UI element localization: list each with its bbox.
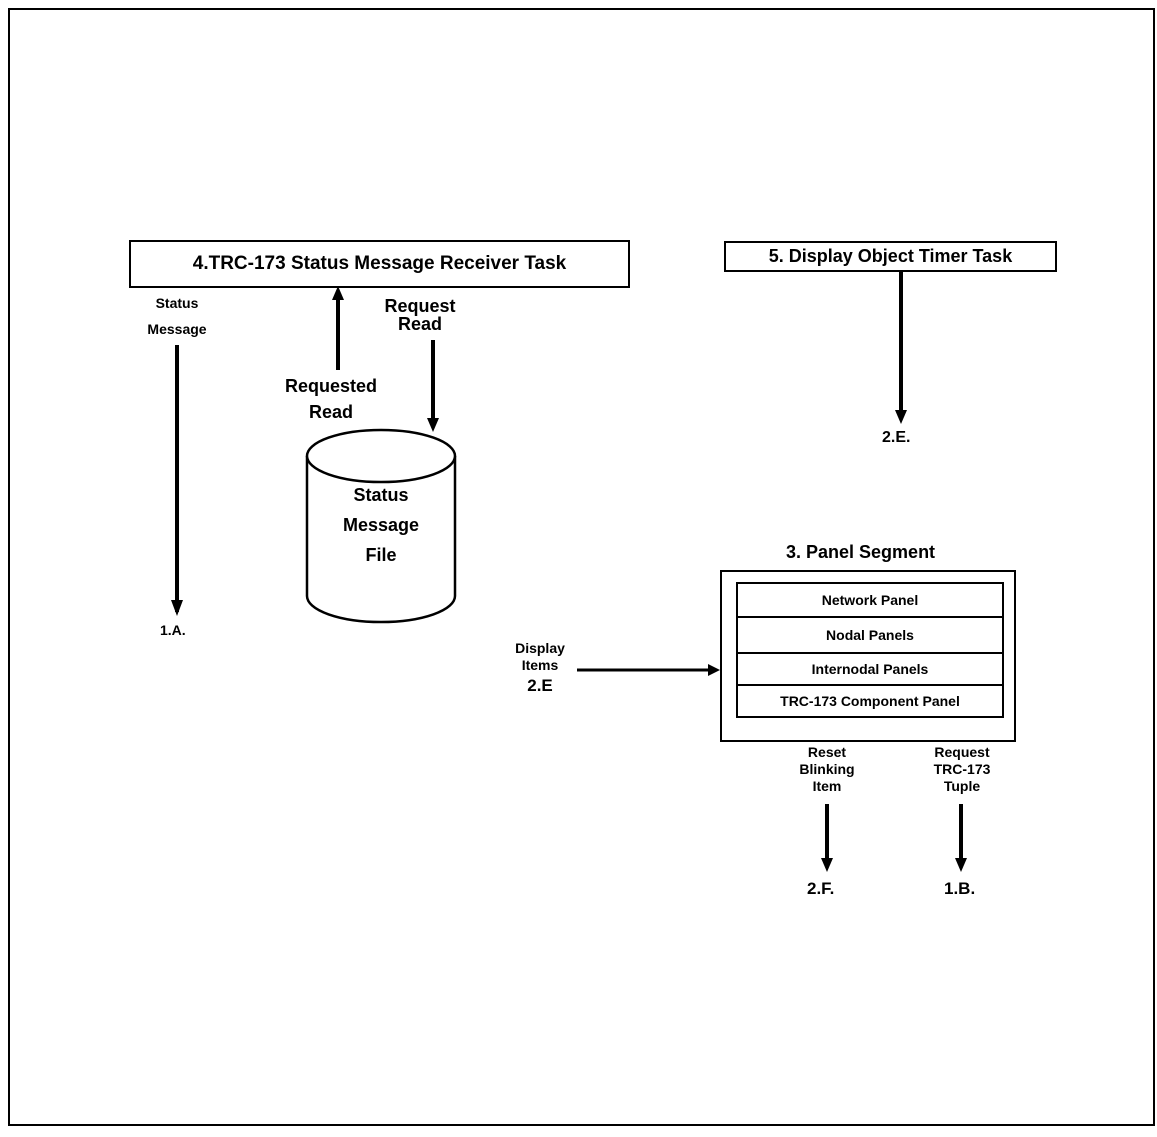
display-items-line3: 2.E xyxy=(527,676,553,695)
request-read-line2: Read xyxy=(397,314,442,334)
panel-row-component-label: TRC-173 Component Panel xyxy=(780,693,960,709)
panel-row-internodal-label: Internodal Panels xyxy=(811,661,929,677)
ref-1a: 1.A. xyxy=(160,622,186,638)
request-read-label: Request Read xyxy=(370,297,470,333)
request-tuple-arrowhead xyxy=(955,858,967,872)
display-items-line1: Display xyxy=(515,640,565,656)
ref-1b: 1.B. xyxy=(944,879,976,898)
status-message-arrowhead xyxy=(171,600,183,616)
task5-box: 5. Display Object Timer Task xyxy=(724,241,1057,272)
requested-read-line2: Read xyxy=(308,402,353,422)
file-line3: File xyxy=(365,545,397,565)
status-message-label: Status Message xyxy=(132,296,222,336)
panel-segment-outer: Network Panel Nodal Panels Internodal Pa… xyxy=(720,570,1016,742)
file-line2: Message xyxy=(342,515,420,535)
panel-row-internodal: Internodal Panels xyxy=(738,654,1002,686)
diagram-frame xyxy=(8,8,1155,1126)
task5-title: 5. Display Object Timer Task xyxy=(768,246,1013,266)
display-items-arrowhead xyxy=(708,664,720,676)
requested-read-label: Requested Read xyxy=(266,377,396,421)
task4-title: 4.TRC-173 Status Message Receiver Task xyxy=(192,253,567,274)
requested-read-arrowhead xyxy=(332,286,344,300)
request-tuple-line3: Tuple xyxy=(943,778,981,794)
ref-2f: 2.F. xyxy=(807,879,835,898)
panel-row-network: Network Panel xyxy=(738,584,1002,618)
timer-arrowhead xyxy=(895,410,907,424)
status-message-line2: Message xyxy=(147,321,207,337)
panel-row-nodal-label: Nodal Panels xyxy=(826,627,914,643)
status-message-file-cylinder xyxy=(305,428,457,624)
file-label: Status Message File xyxy=(321,486,441,564)
panel-segment-title: 3. Panel Segment xyxy=(786,542,936,562)
reset-blinking-arrowhead xyxy=(821,858,833,872)
ref-2e-timer: 2.E. xyxy=(882,429,911,446)
reset-blinking-line3: Item xyxy=(812,778,842,794)
panel-segment-inner: Network Panel Nodal Panels Internodal Pa… xyxy=(736,582,1004,718)
panel-row-network-label: Network Panel xyxy=(821,592,919,608)
display-items-label: Display Items 2.E xyxy=(500,641,580,694)
task4-box: 4.TRC-173 Status Message Receiver Task xyxy=(129,240,630,288)
status-message-line1: Status xyxy=(155,295,199,311)
request-tuple-label: Request TRC-173 Tuple xyxy=(920,745,1004,793)
requested-read-line1: Requested xyxy=(284,376,378,396)
file-line1: Status xyxy=(353,485,409,505)
request-tuple-line2: TRC-173 xyxy=(933,761,991,777)
panel-row-nodal: Nodal Panels xyxy=(738,618,1002,654)
display-items-line2: Items xyxy=(521,657,559,673)
panel-row-component: TRC-173 Component Panel xyxy=(738,686,1002,716)
reset-blinking-label: Reset Blinking Item xyxy=(787,745,867,793)
reset-blinking-line1: Reset xyxy=(807,744,847,760)
reset-blinking-line2: Blinking xyxy=(799,761,855,777)
request-tuple-line1: Request xyxy=(934,744,990,760)
request-read-arrowhead xyxy=(427,418,439,432)
request-read-line1: Request xyxy=(384,296,456,316)
